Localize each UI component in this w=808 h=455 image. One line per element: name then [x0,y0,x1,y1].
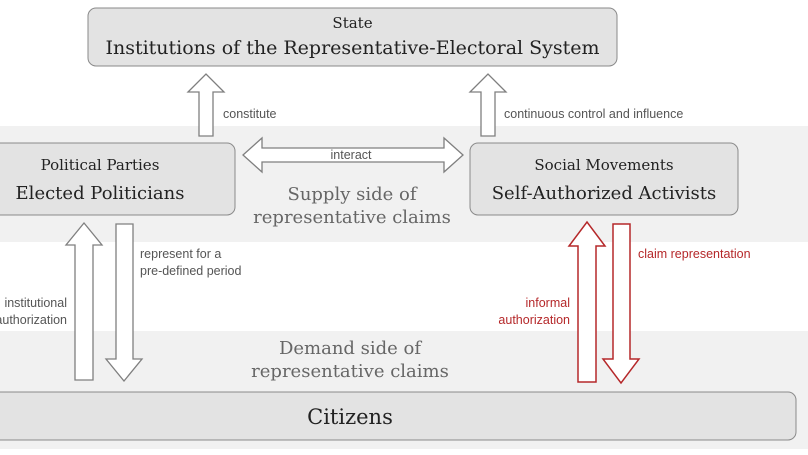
institutional-authorization-arrow [64,221,104,381]
represent-arrow [104,223,144,383]
social-movements-title: Social Movements [534,156,673,174]
institutional-label-line2: authorization [0,313,67,327]
citizens-box [0,391,797,441]
control-label: continuous control and influence [504,107,683,121]
political-parties-box [0,142,236,216]
social-movements-box [469,142,739,216]
institutional-label-line1: institutional [4,296,67,310]
demand-side-line1: Demand side of [279,338,422,359]
claim-representation-label: claim representation [638,247,751,261]
supply-side-line1: Supply side of [287,184,417,205]
political-parties-title: Political Parties [41,156,160,174]
claim-representation-arrow [601,223,641,385]
control-arrow [468,73,508,137]
social-movements-subtitle: Self-Authorized Activists [492,183,717,204]
political-parties-subtitle: Elected Politicians [16,183,185,204]
informal-label-line2: authorization [498,313,570,327]
constitute-label: constitute [223,107,277,121]
represent-label-line1: represent for a [140,247,221,261]
citizens-title: Citizens [307,405,393,429]
supply-side-line2: representative claims [253,207,451,228]
state-box [87,7,618,67]
state-subtitle: Institutions of the Representative-Elect… [105,37,599,59]
constitute-arrow [186,73,226,137]
demand-side-line2: representative claims [251,361,449,382]
informal-label-line1: informal [526,296,570,310]
interact-label: interact [331,148,373,162]
state-title: State [332,14,372,32]
interact-arrow [242,136,464,174]
represent-label-line2: pre-defined period [140,264,242,278]
informal-authorization-arrow [567,220,607,383]
